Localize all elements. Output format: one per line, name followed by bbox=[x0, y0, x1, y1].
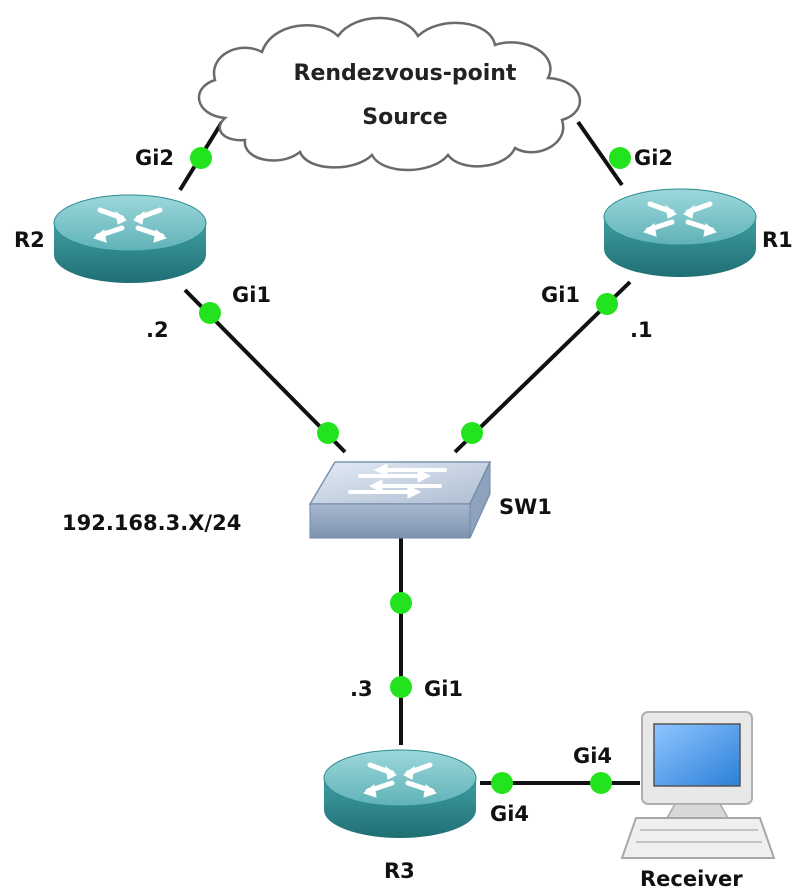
receiver-name-label: Receiver bbox=[640, 867, 743, 891]
router-icon bbox=[53, 194, 207, 283]
r1-gi2-label: Gi2 bbox=[634, 146, 673, 170]
rendezvous-cloud[interactable]: Rendezvous-point Source bbox=[197, 16, 582, 172]
r1-gi1-label: Gi1 bbox=[541, 283, 580, 307]
computer-icon bbox=[620, 711, 776, 859]
r2-host-id-label: .2 bbox=[146, 318, 169, 342]
r2-name-label: R2 bbox=[14, 228, 45, 252]
sw1-name-label: SW1 bbox=[499, 495, 552, 519]
r3-name-label: R3 bbox=[384, 859, 415, 883]
router-r2[interactable] bbox=[53, 194, 207, 283]
port-dot-r3-gi1 bbox=[390, 676, 412, 698]
switch-sw1[interactable] bbox=[308, 461, 492, 539]
port-dot-r3-gi4 bbox=[491, 772, 513, 794]
r3-host-id-label: .3 bbox=[350, 677, 373, 701]
r1-host-id-label: .1 bbox=[630, 318, 653, 342]
labels: Gi2 Gi2 R2 R1 Gi1 Gi1 .2 .1 192.168.3.X/… bbox=[14, 146, 793, 891]
r1-name-label: R1 bbox=[762, 228, 793, 252]
receiver-gi4-label: Gi4 bbox=[573, 744, 612, 768]
link-r1-cloud bbox=[576, 120, 624, 187]
cloud-shape bbox=[197, 16, 582, 172]
router-r3[interactable] bbox=[323, 749, 477, 838]
port-dots bbox=[190, 147, 631, 794]
router-icon bbox=[603, 188, 757, 277]
port-dot-sw1-r1 bbox=[461, 422, 483, 444]
subnet-label: 192.168.3.X/24 bbox=[62, 511, 241, 535]
port-dot-r1-gi2 bbox=[609, 147, 631, 169]
port-dot-r2-gi2 bbox=[190, 147, 212, 169]
r2-gi2-label: Gi2 bbox=[135, 146, 174, 170]
router-r1[interactable] bbox=[603, 188, 757, 277]
cloud-label-line1: Rendezvous-point bbox=[294, 61, 517, 86]
port-dot-sw1-r3 bbox=[390, 592, 412, 614]
cloud-label-line2: Source bbox=[362, 105, 447, 130]
port-dot-r1-gi1 bbox=[596, 293, 618, 315]
r3-gi4-label: Gi4 bbox=[490, 802, 529, 826]
port-dot-r2-gi1 bbox=[199, 302, 221, 324]
port-dot-receiver-gi4 bbox=[590, 772, 612, 794]
receiver-computer[interactable] bbox=[620, 711, 776, 859]
switch-icon bbox=[308, 461, 492, 539]
r3-gi1-label: Gi1 bbox=[424, 677, 463, 701]
port-dot-sw1-r2 bbox=[317, 422, 339, 444]
r2-gi1-label: Gi1 bbox=[232, 283, 271, 307]
router-icon bbox=[323, 749, 477, 838]
